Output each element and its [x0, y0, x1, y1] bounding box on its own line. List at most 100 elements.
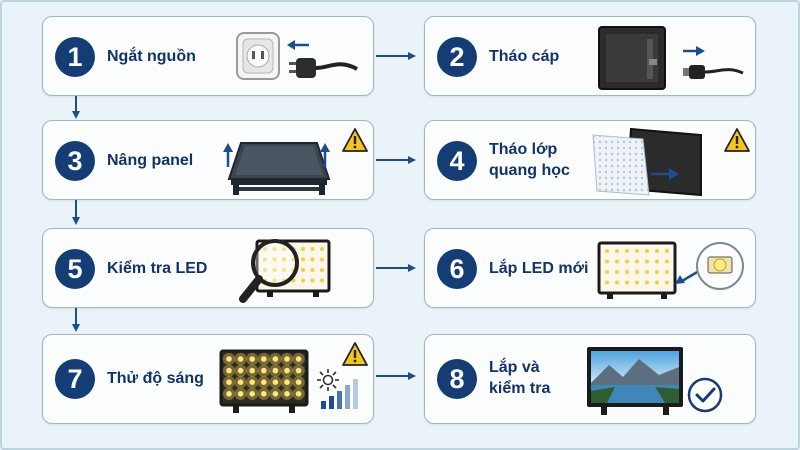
led-dot [272, 379, 279, 385]
led-dot [249, 391, 255, 397]
led-dot [272, 268, 277, 272]
step-title: Lắp LED mới [489, 260, 589, 277]
checkmark-circle-icon [687, 377, 723, 413]
step-card-6: 6 Lắp LED mới [424, 228, 756, 308]
led-dot [284, 391, 290, 397]
magnifier-icon [239, 239, 299, 303]
warning-icon [724, 128, 750, 152]
warning-icon [342, 342, 368, 366]
led-dot [301, 278, 305, 283]
step-number-badge: 7 [55, 359, 95, 399]
led-dot [635, 270, 639, 274]
led-dot [272, 247, 277, 251]
step-title: Tháo lớp quang học [489, 141, 570, 179]
led-dot [295, 367, 302, 374]
step-number-badge: 5 [55, 249, 95, 289]
warning-icon [342, 128, 368, 152]
led-dot [263, 247, 267, 251]
step-title: Thử độ sáng [107, 370, 204, 387]
step-number-badge: 4 [437, 141, 477, 181]
led-dot [615, 270, 619, 274]
led-dot [320, 278, 324, 283]
led-dot [645, 280, 649, 285]
led-dot [291, 257, 296, 262]
step-card-1: 1 Ngắt nguồn [42, 16, 374, 96]
led-dot [615, 280, 619, 285]
led-dot [282, 268, 286, 272]
led-dot [261, 379, 267, 385]
led-dot [272, 356, 279, 362]
led-dot [655, 280, 659, 285]
led-dot [645, 259, 649, 264]
led-dot [665, 249, 669, 253]
led-dot [272, 391, 279, 397]
led-dot [320, 247, 324, 251]
step-title: Tháo cáp [489, 48, 560, 65]
led-dot [263, 257, 267, 262]
led-dot [272, 257, 277, 262]
step-number-badge: 6 [437, 249, 477, 289]
step-title: Nâng panel [107, 152, 194, 169]
step-card-5: 5 Kiểm tra LED [42, 228, 374, 308]
led-dot [282, 247, 286, 251]
arrow-left-icon [287, 40, 309, 50]
led-tv-icon [597, 241, 677, 299]
led-dot [295, 356, 302, 362]
arrow-right-icon [651, 168, 679, 180]
led-dot [291, 278, 296, 283]
led-dot [226, 367, 232, 374]
step-number-badge: 3 [55, 141, 95, 181]
led-dot [625, 249, 629, 253]
arrow-up-icon [320, 143, 330, 167]
led-dot [237, 379, 244, 385]
power-outlet-icon [236, 32, 280, 80]
led-dot [605, 249, 609, 253]
led-dot [320, 268, 324, 272]
led-dot [320, 257, 324, 262]
led-dot [249, 356, 255, 362]
led-dot [237, 356, 244, 362]
step-title: Kiểm tra LED [107, 260, 208, 277]
led-dot [310, 257, 315, 262]
led-dot [655, 270, 659, 274]
led-dot [615, 259, 619, 264]
led-dot [605, 259, 609, 264]
led-dot [226, 391, 232, 397]
led-dot [282, 257, 286, 262]
tv-landscape-icon [587, 347, 683, 415]
led-dot [261, 367, 267, 374]
led-dot [226, 356, 232, 362]
tv-back-panel-icon [598, 26, 666, 90]
led-dot [249, 367, 255, 374]
led-dot [249, 379, 255, 385]
led-dot [625, 259, 629, 264]
power-plug-icon [289, 58, 358, 78]
step-title: Lắp và kiểm tra [489, 359, 551, 397]
led-dot [665, 270, 669, 274]
step-number-badge: 1 [55, 37, 95, 77]
step-title: Ngắt nguồn [107, 48, 196, 65]
led-dot [261, 391, 267, 397]
arrow-up-icon [223, 143, 233, 167]
arrow-left-icon [675, 269, 699, 284]
led-dot [301, 247, 305, 251]
sun-icon [317, 369, 339, 391]
step-card-8: 8 Lắp và kiểm tra [424, 334, 756, 424]
cable-connector-icon [683, 65, 744, 79]
led-dot [310, 268, 315, 272]
led-dot [237, 391, 244, 397]
led-dot [645, 270, 649, 274]
step-number-badge: 8 [437, 359, 477, 399]
led-dot [226, 379, 232, 385]
led-dot [665, 259, 669, 264]
led-dot [263, 268, 267, 272]
led-dot [310, 247, 315, 251]
led-dot [261, 356, 267, 362]
led-tv-lit-icon [219, 349, 309, 413]
led-dot [284, 367, 290, 374]
step-number-badge: 2 [437, 37, 477, 77]
led-dot [310, 278, 315, 283]
arrow-right-icon [683, 46, 705, 56]
brightness-bars-icon [321, 379, 358, 409]
